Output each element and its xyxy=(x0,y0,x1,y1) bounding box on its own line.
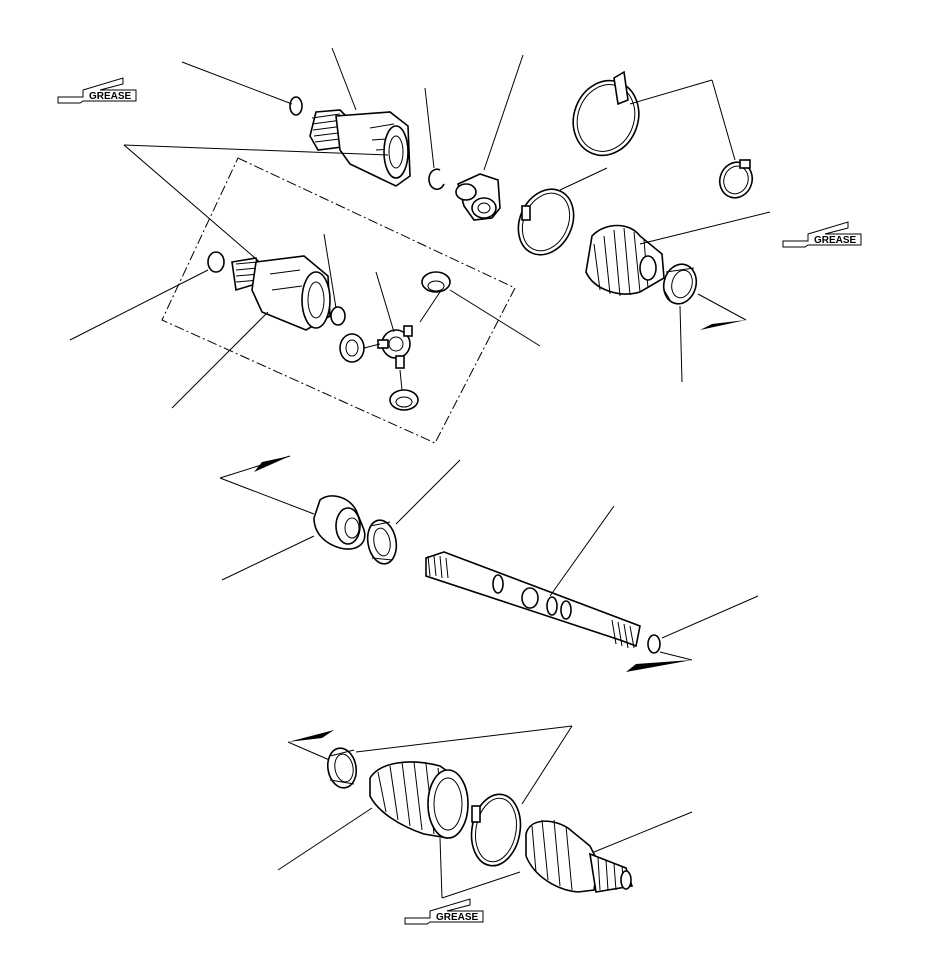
leader-joint-lower xyxy=(123,144,263,265)
circlip-shaft-end xyxy=(647,595,759,654)
roller-upper xyxy=(419,271,541,347)
circlip-top xyxy=(181,61,303,116)
grease-tag-top-left: GREASE xyxy=(57,77,137,104)
assembly-outline xyxy=(161,157,516,444)
roller-left xyxy=(339,333,381,363)
stopper-ring-top xyxy=(424,87,445,191)
boot-band-large-top xyxy=(572,70,640,157)
leader-joint-top xyxy=(123,144,389,156)
dynamic-damper xyxy=(221,495,366,581)
boot-band-mid xyxy=(517,167,608,256)
dynamic-damper-ring-right xyxy=(662,263,698,383)
boot-band-large-bottom xyxy=(470,793,522,867)
arrow-right-2 xyxy=(626,660,692,672)
boot-band-small-top xyxy=(718,159,754,199)
driveshaft xyxy=(425,505,641,649)
grease-label: GREASE xyxy=(89,91,132,102)
outboard-joint xyxy=(525,811,693,893)
grease-tag-bottom: GREASE xyxy=(404,898,484,925)
grease-label: GREASE xyxy=(436,912,479,923)
grease-tag-right: GREASE xyxy=(782,221,862,248)
leader-grease-bottom-2 xyxy=(441,871,521,899)
stopper-ring-box xyxy=(323,233,346,326)
circlip-box xyxy=(69,251,225,341)
arrow-right-1 xyxy=(700,320,746,330)
boot-band-small-bottom xyxy=(326,747,358,789)
arrow-left-2 xyxy=(288,730,334,742)
spider-top xyxy=(455,54,524,221)
inboard-boot xyxy=(585,211,771,297)
outboard-boot xyxy=(277,761,469,871)
inboard-joint-box xyxy=(171,255,331,409)
leader-grease-bottom-1 xyxy=(439,837,443,899)
roller-lower xyxy=(389,369,419,411)
inboard-joint-top xyxy=(309,47,411,187)
damper-band xyxy=(366,459,461,565)
grease-label: GREASE xyxy=(814,235,857,246)
arrow-left-1 xyxy=(254,456,290,472)
spider-box xyxy=(375,271,413,369)
